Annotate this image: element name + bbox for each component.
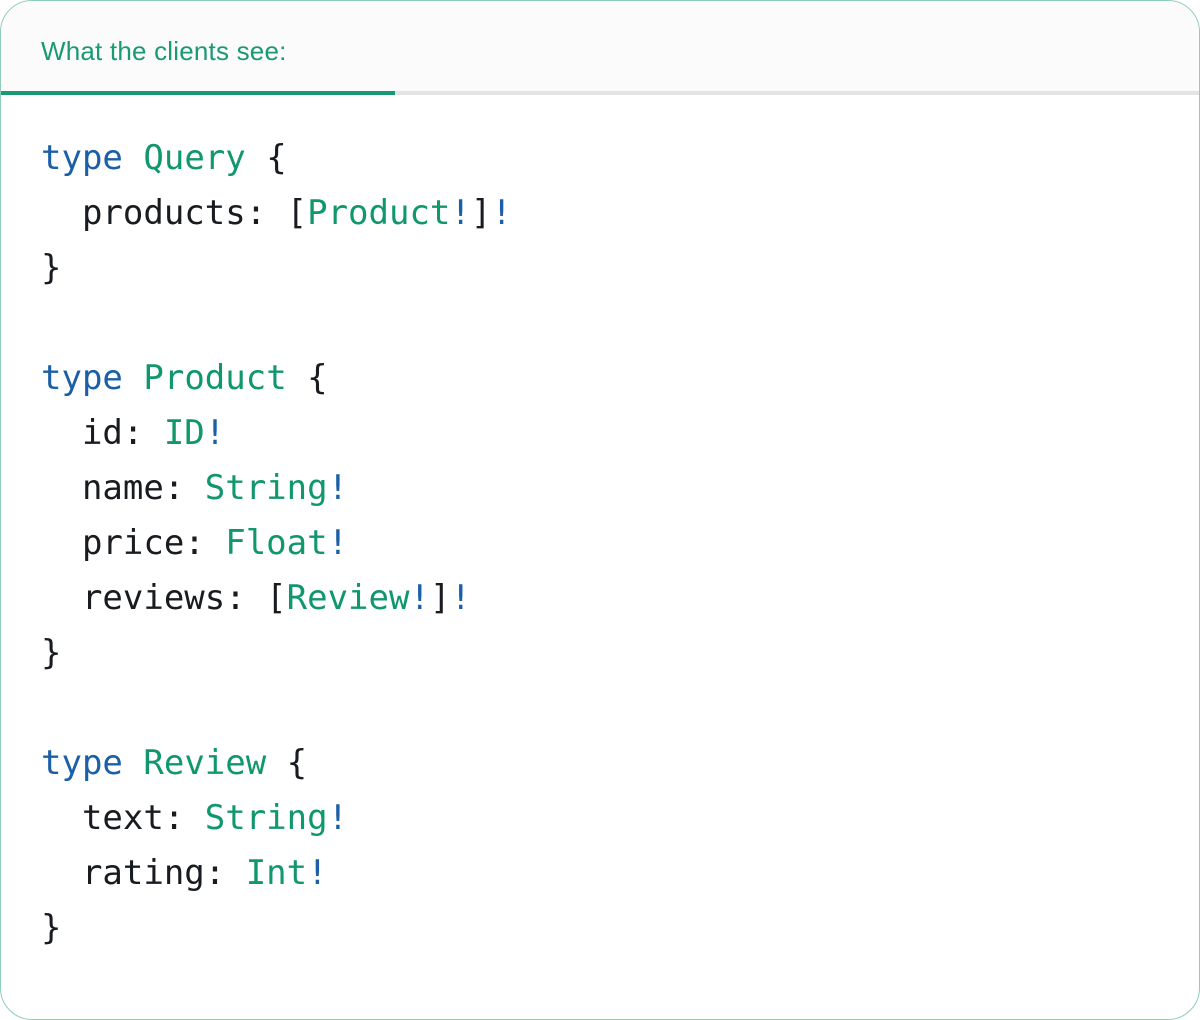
code-token-ty: Query [143,138,246,178]
code-token-ty: Product [307,193,451,233]
tab-bar: What the clients see: [1,1,1199,95]
code-token-ty: Float [225,523,328,563]
code-line: price: Float! [41,516,1159,571]
code-token-ty: ID [163,413,205,453]
code-line: type Query { [41,131,1159,186]
code-token-pl: } [41,908,62,948]
code-token-pl: ] [429,578,451,618]
code-token-pl: { [245,138,287,178]
code-token-kw: ! [450,578,471,618]
code-token-ty: Review [286,578,410,618]
code-token-kw: ! [491,193,512,233]
tab-clients-view[interactable]: What the clients see: [1,1,287,95]
code-token-pl: { [266,743,308,783]
code-line: products: [Product!]! [41,186,1159,241]
code-line: rating: Int! [41,846,1159,901]
code-token-ty: String [204,798,328,838]
code-line [41,681,1159,736]
code-token-ty: Product [143,358,287,398]
code-token-pl: } [41,248,62,288]
code-token-kw: ! [327,523,349,563]
code-token-pl: text: [41,798,205,838]
code-block: type Query { products: [Product!]!} type… [1,95,1199,956]
code-token-kw: ! [204,413,226,453]
code-token-pl [123,358,143,398]
code-line: text: String! [41,791,1159,846]
code-token-kw: type [41,138,123,178]
code-token-kw: type [41,358,123,398]
code-line: reviews: [Review!]! [41,571,1159,626]
code-token-pl: ] [470,193,492,233]
code-line: } [41,241,1159,296]
code-token-pl [123,138,143,178]
code-token-pl: products: [ [41,193,308,233]
code-line [41,296,1159,351]
code-line: } [41,901,1159,956]
code-token-pl: name: [41,468,205,508]
code-token-kw: ! [450,193,471,233]
code-line: name: String! [41,461,1159,516]
code-token-pl: { [286,358,328,398]
code-token-pl: price: [41,523,226,563]
code-line: } [41,626,1159,681]
code-line: id: ID! [41,406,1159,461]
code-token-pl [123,743,143,783]
code-token-pl: } [41,633,62,673]
tab-clients-view-label: What the clients see: [41,36,287,66]
code-token-pl: rating: [41,853,246,893]
code-token-kw: ! [409,578,430,618]
code-token-ty: Review [143,743,267,783]
code-token-pl: id: [41,413,164,453]
code-token-ty: String [204,468,328,508]
code-line: type Product { [41,351,1159,406]
code-token-ty: Int [245,853,308,893]
code-token-kw: ! [307,853,328,893]
active-tab-indicator [1,91,395,95]
code-token-kw: ! [327,468,349,508]
code-token-kw: ! [327,798,349,838]
code-token-kw: type [41,743,123,783]
code-line: type Review { [41,736,1159,791]
code-token-pl: reviews: [ [41,578,287,618]
